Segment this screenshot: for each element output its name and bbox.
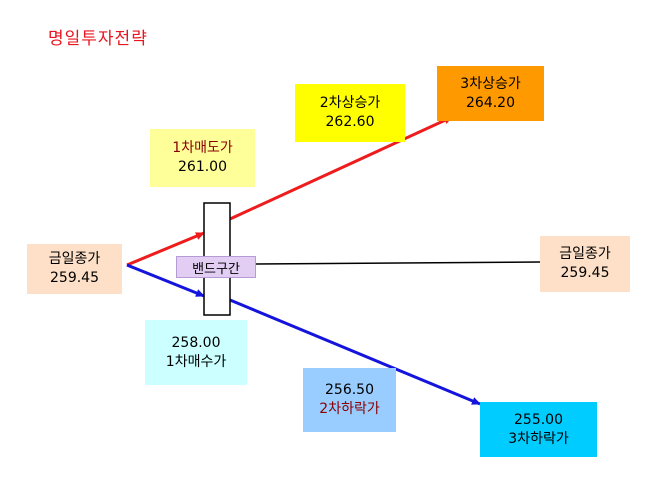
buy1-box: 258.00 1차매수가	[145, 320, 247, 385]
today-close-left-label: 금일종가	[48, 251, 101, 267]
today-close-right-box: 금일종가 259.45	[540, 236, 630, 292]
today-close-left-value: 259.45	[50, 270, 99, 286]
fall2-box: 256.50 2차하락가	[303, 368, 396, 432]
today-close-left-box: 금일종가 259.45	[27, 244, 122, 294]
sell1-box: 1차매도가 261.00	[150, 129, 255, 187]
buy1-label: 1차매수가	[165, 353, 227, 370]
today-close-right-label: 금일종가	[559, 246, 611, 262]
fall2-value: 256.50	[325, 382, 374, 398]
fall2-label: 2차하락가	[319, 401, 380, 417]
rise2-label: 2차상승가	[319, 95, 381, 111]
rise2-box: 2차상승가 262.60	[295, 84, 405, 142]
down-arrow-to-fall3	[229, 298, 481, 406]
flat-line	[255, 261, 542, 265]
band-label-box: 밴드구간	[176, 256, 256, 278]
up-arrow-to-rise3	[229, 115, 453, 221]
fall3-label: 3차하락가	[508, 430, 569, 447]
rise3-label: 3차상승가	[460, 75, 521, 92]
buy1-value: 258.00	[171, 334, 221, 351]
sell1-label: 1차매도가	[172, 140, 233, 156]
today-close-right-value: 259.45	[560, 265, 610, 281]
rise3-value: 264.20	[466, 94, 515, 111]
page-title: 명일투자전략	[48, 29, 148, 49]
rise2-value: 262.60	[325, 114, 375, 130]
fall3-box: 255.00 3차하락가	[480, 402, 597, 457]
rise3-box: 3차상승가 264.20	[437, 66, 544, 121]
up-arrow-to-band	[126, 231, 205, 267]
sell1-value: 261.00	[178, 159, 227, 175]
fall3-value: 255.00	[514, 411, 563, 428]
down-arrow-to-band	[126, 263, 205, 298]
